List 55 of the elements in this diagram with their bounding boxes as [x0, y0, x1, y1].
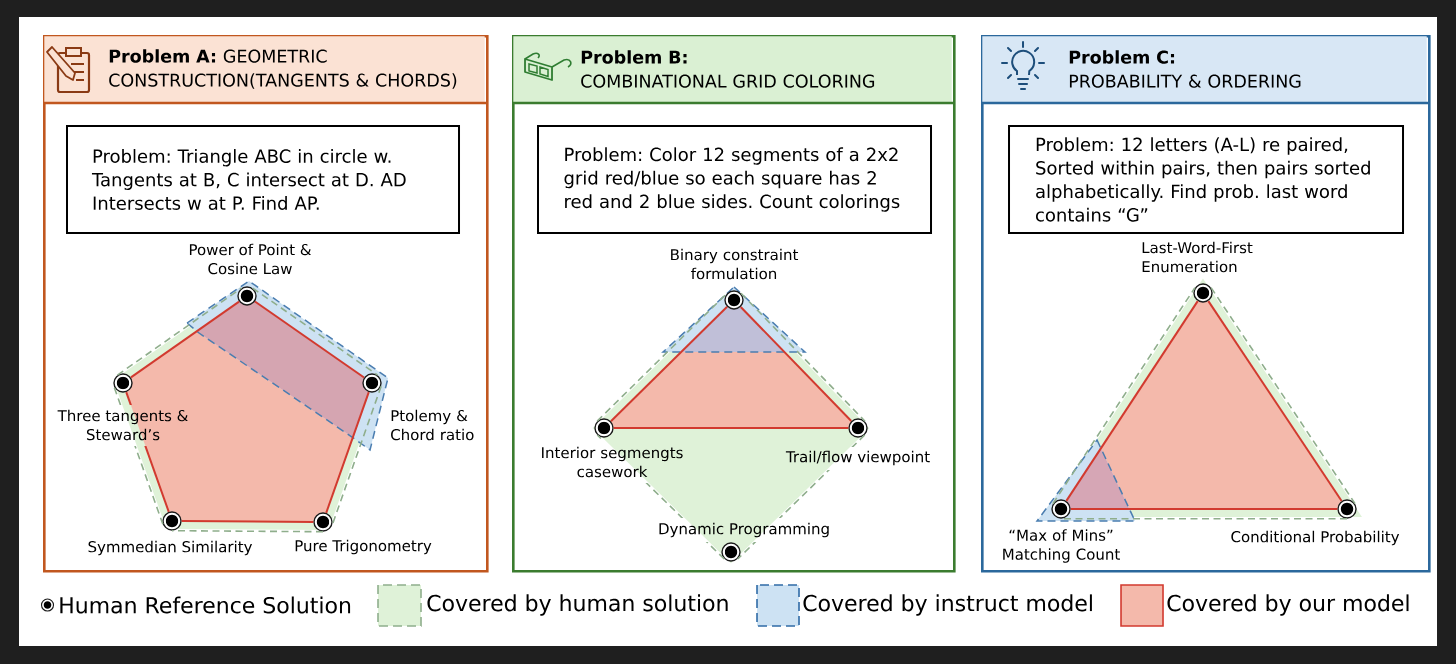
vertex-label: Interior segmengts casework: [542, 446, 683, 478]
polygon-side: [736, 434, 866, 560]
polygon-side: [113, 385, 164, 526]
polygon-side: [325, 391, 370, 514]
vertex-label: Trail/flow viewpoint: [785, 450, 930, 466]
polygon-side: [125, 391, 170, 513]
polygon-side: [116, 287, 243, 376]
vertex-label: Ptolemy & Chord ratio: [391, 409, 474, 441]
polygon-side: [740, 292, 866, 423]
vertex-label: Pure Trigonometry: [295, 539, 432, 555]
polygon-side: [1052, 286, 1196, 505]
polygon-side: [180, 520, 315, 523]
vertex-dot: [721, 542, 741, 562]
problem-box: Problem: Color 12 segments of a 2x2 grid red/blue so each square has 2 red and 2 blue sides. Count colorings: [537, 125, 932, 234]
legend-label: Covered by instruct model: [803, 594, 1092, 616]
legend-label: Human Reference Solution: [60, 596, 351, 614]
vertex-dot: [724, 290, 744, 310]
polygon-side: [129, 300, 241, 379]
polygon-side: [612, 427, 850, 429]
vertex-dot: [1337, 499, 1357, 519]
legend-label: Covered by human solution: [427, 594, 728, 616]
polygon-side: [1207, 300, 1343, 502]
vertex-dot: [313, 512, 333, 532]
polygon-side: [1065, 300, 1199, 502]
vertex-dot: [1193, 283, 1213, 303]
polygon-side: [609, 305, 729, 423]
panel-header: Problem A: GEOMETRIC CONSTRUCTION(TANGENTS & CHORDS): [43, 36, 486, 105]
vertex-dot: [113, 373, 133, 393]
vertex-dot: [162, 511, 182, 531]
vertex-dot: [594, 418, 614, 438]
polygon-side: [253, 300, 366, 379]
vertex-label: Three tangents & Steward’s: [57, 409, 188, 441]
vertex-label: Last-Word-First Enumeration: [1142, 241, 1253, 273]
vertex-label: Symmedian Similarity: [88, 540, 252, 556]
vertex-label: Binary constraint formulation: [671, 248, 799, 280]
vertex-dot: [848, 418, 868, 438]
polygon-side: [1069, 508, 1339, 510]
vertex-label: Conditional Probability: [1231, 530, 1400, 546]
polygon-side: [251, 287, 379, 376]
polygon-side: [739, 305, 853, 423]
problem-box: Problem: 12 letters (A-L) re paired, Sorted within pairs, then pairs sorted alphabetically. Find prob. last word contains “G”: [1008, 125, 1404, 234]
panel-header: Problem C: PROBABILITY & ORDERING: [981, 36, 1428, 105]
vertex-label: “Max of Mins” Matching Count: [1003, 529, 1120, 563]
vertex-label: Power of Point & Cosine Law: [189, 243, 312, 275]
vertex-label: Dynamic Programming: [659, 522, 829, 538]
polygon-side: [596, 292, 728, 422]
polygon-side: [1210, 286, 1356, 505]
vertex-dot: [362, 373, 382, 393]
polygon-side: [596, 434, 726, 560]
polygon-side: [171, 529, 324, 533]
legend-label: Covered by our model: [1167, 594, 1409, 616]
vertex-dot: [237, 286, 257, 306]
vertex-dot: [1051, 499, 1071, 519]
polygon-side: [331, 385, 382, 526]
panel-header: Problem B: COMBINATIONAL GRID COLORING: [512, 36, 953, 105]
